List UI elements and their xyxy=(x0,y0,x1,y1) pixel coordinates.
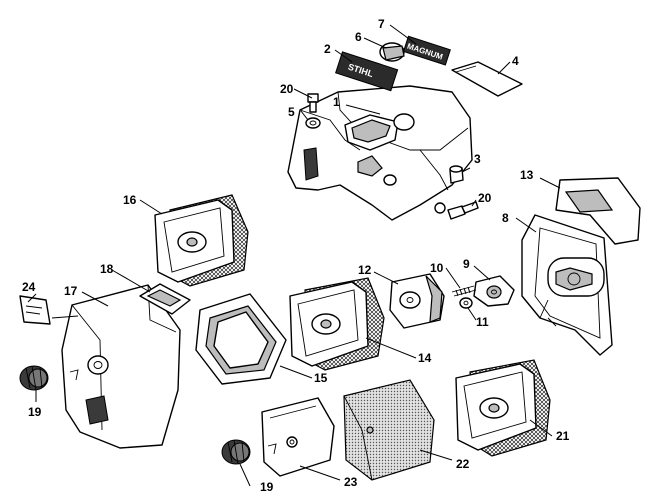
plate-part-4 xyxy=(451,61,523,97)
filter-element-part-12 xyxy=(389,273,445,329)
callout-13: 13 xyxy=(520,168,534,182)
callout-20-right: 20 xyxy=(478,191,492,205)
washer-part-11 xyxy=(459,297,473,309)
callout-3: 3 xyxy=(474,152,481,166)
filter-band-part-15 xyxy=(195,293,287,385)
callout-12: 12 xyxy=(358,263,372,277)
leader-lines xyxy=(27,24,561,487)
callout-5: 5 xyxy=(288,105,295,119)
callout-24: 24 xyxy=(22,280,36,294)
grommet-part-3 xyxy=(449,165,464,184)
left-cover-part-17 xyxy=(61,284,181,449)
spring-pin-part-10 xyxy=(451,285,477,297)
knob-part-19-bottom xyxy=(221,439,251,465)
callout-18: 18 xyxy=(100,262,114,276)
filter-cover-top-part-13 xyxy=(555,177,641,245)
callout-8: 8 xyxy=(502,211,509,225)
air-filter-part-14 xyxy=(289,277,385,371)
prefilter-part-22 xyxy=(343,379,435,481)
callout-2: 2 xyxy=(324,42,331,56)
seal-part-18 xyxy=(139,283,191,315)
callout-17: 17 xyxy=(64,284,78,298)
callout-21: 21 xyxy=(556,429,570,443)
air-filter-part-21 xyxy=(455,359,551,457)
callout-20-top: 20 xyxy=(280,82,294,96)
clip-part-9 xyxy=(473,275,515,307)
callout-labels: 1 2 3 4 5 6 7 8 9 10 11 12 13 14 15 16 1… xyxy=(22,17,570,494)
callout-10: 10 xyxy=(430,261,444,275)
shroud-cover-part-1 xyxy=(287,85,473,221)
screw-part-20-top xyxy=(307,93,319,113)
filter-housing-part-8 xyxy=(521,214,613,356)
callout-11: 11 xyxy=(476,315,489,329)
callout-19-bottom: 19 xyxy=(260,480,274,494)
washer-part-5 xyxy=(305,117,321,129)
callout-22: 22 xyxy=(456,457,470,471)
callout-19-left: 19 xyxy=(28,405,42,419)
callout-7: 7 xyxy=(378,17,385,31)
callout-4: 4 xyxy=(512,54,519,68)
label-plate-part-24 xyxy=(19,295,51,325)
callout-16: 16 xyxy=(123,193,137,207)
plug-part-6 xyxy=(379,42,405,62)
callout-14: 14 xyxy=(418,351,432,365)
callout-23: 23 xyxy=(344,475,358,489)
screw-part-20-right xyxy=(447,201,479,220)
filter-plate-part-23 xyxy=(261,397,335,477)
callout-9: 9 xyxy=(463,257,470,271)
air-filter-part-16 xyxy=(154,194,249,287)
callout-1: 1 xyxy=(333,95,340,109)
callout-6: 6 xyxy=(355,30,362,44)
knob-part-19-left xyxy=(19,365,49,391)
callout-15: 15 xyxy=(314,371,328,385)
